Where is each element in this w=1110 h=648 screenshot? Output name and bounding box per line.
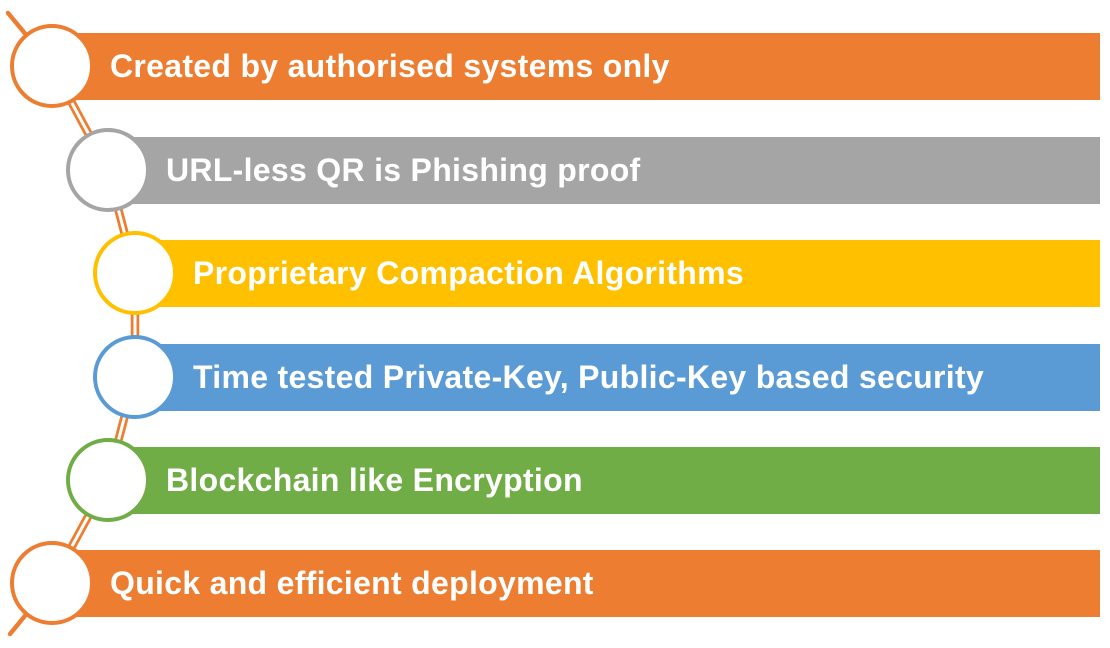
feature-label-3: Proprietary Compaction Algorithms (193, 255, 745, 291)
feature-label-2: URL-less QR is Phishing proof (166, 152, 641, 188)
feature-bar-3: Proprietary Compaction Algorithms (135, 240, 1100, 307)
feature-bar-6: Quick and efficient deployment (52, 550, 1100, 617)
feature-node-4 (93, 335, 177, 419)
feature-bar-2: URL-less QR is Phishing proof (108, 137, 1100, 204)
feature-bar-1: Created by authorised systems only (52, 33, 1100, 100)
feature-node-6 (10, 541, 94, 625)
feature-label-1: Created by authorised systems only (110, 48, 670, 84)
connector-lines (5, 10, 140, 637)
feature-bar-5: Blockchain like Encryption (108, 447, 1100, 514)
feature-node-3 (93, 231, 177, 315)
feature-bar-4: Time tested Private-Key, Public-Key base… (135, 344, 1100, 411)
feature-label-4: Time tested Private-Key, Public-Key base… (193, 359, 985, 395)
feature-label-5: Blockchain like Encryption (166, 462, 583, 498)
feature-label-6: Quick and efficient deployment (110, 565, 594, 601)
feature-node-1 (10, 24, 94, 108)
feature-node-5 (66, 438, 150, 522)
feature-node-2 (66, 128, 150, 212)
